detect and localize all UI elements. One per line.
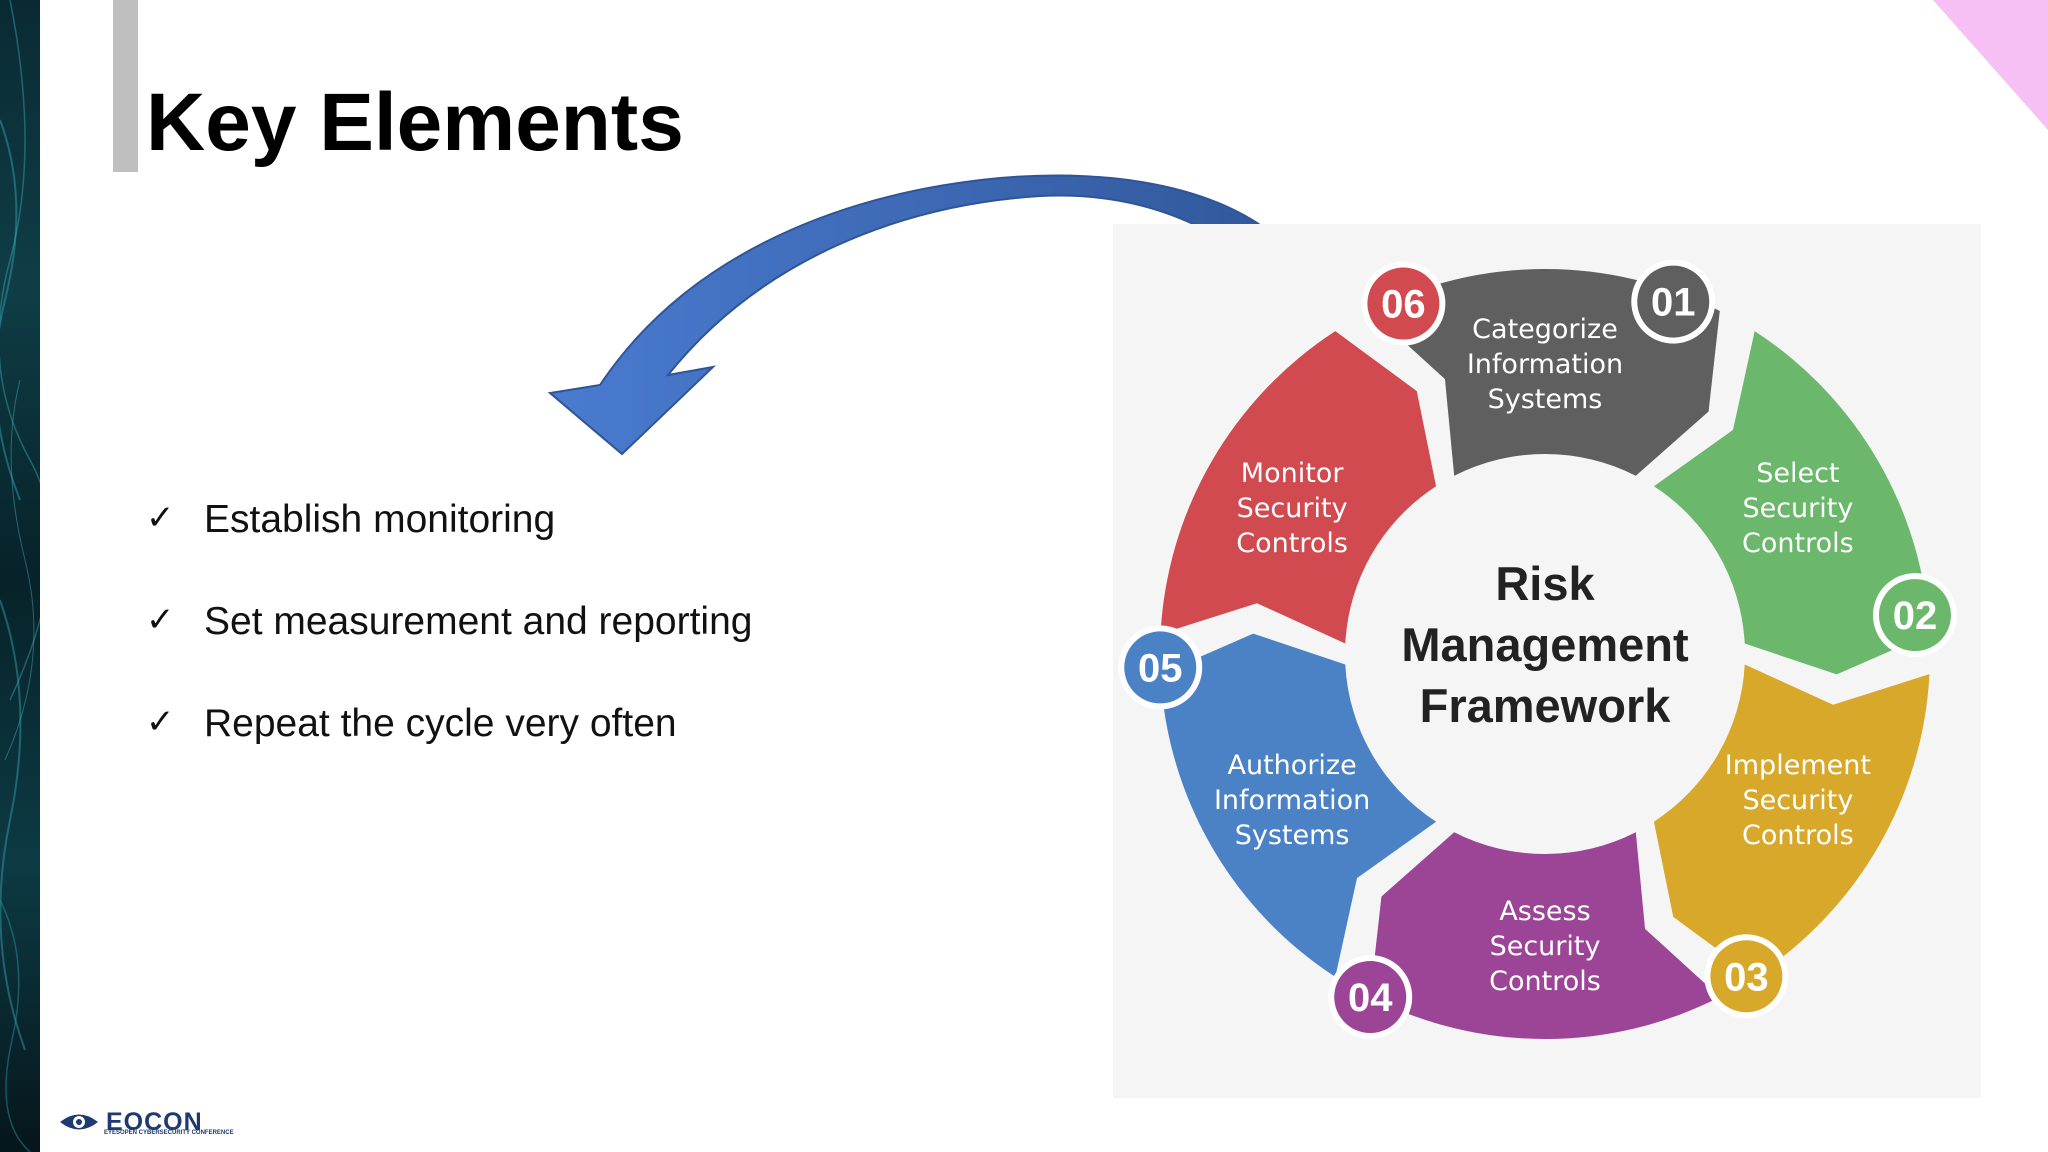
bullet-text: Repeat the cycle very often: [204, 702, 677, 745]
corner-accent: [1933, 0, 2048, 130]
step-badge: [1878, 579, 1951, 652]
step-label-line: Controls: [1742, 528, 1854, 559]
step-badge: [1334, 961, 1407, 1034]
step-label-line: Implement: [1725, 750, 1871, 781]
step-label-line: Security: [1237, 493, 1348, 524]
bullet-item: ✓ Establish monitoring: [146, 498, 752, 600]
center-line-1: Risk: [1495, 557, 1595, 610]
logo-subtitle: EYESOPEN CYBERSECURITY CONFERENCE: [104, 1130, 234, 1136]
rmf-cycle-svg: Risk Management Framework CategorizeInfo…: [1118, 259, 1957, 1040]
left-decorative-strip: [0, 0, 40, 1152]
cycle-segment: [1160, 633, 1437, 977]
checkmark-icon: ✓: [146, 702, 175, 742]
step-label-line: Information: [1214, 785, 1370, 816]
cycle-segment: [1370, 269, 1720, 476]
center-line-3: Framework: [1420, 679, 1672, 732]
step-label-line: Controls: [1236, 528, 1348, 559]
bullet-list: ✓ Establish monitoring ✓ Set measurement…: [146, 498, 752, 804]
eocon-logo: EOCON EYESOPEN CYBERSECURITY CONFERENCE: [58, 1102, 234, 1142]
eye-logo-icon: [60, 1114, 98, 1130]
step-label-line: Controls: [1742, 820, 1854, 851]
step-number: 04: [1348, 976, 1393, 1020]
cycle-segment: [1653, 664, 1930, 977]
step-badge: [1710, 940, 1783, 1013]
step-label-line: Controls: [1489, 966, 1601, 997]
step-label-line: Monitor: [1241, 458, 1345, 489]
step-number: 05: [1138, 646, 1183, 690]
step-badge: [1637, 265, 1710, 338]
bullet-text: Set measurement and reporting: [204, 600, 753, 643]
step-label-line: Systems: [1235, 820, 1350, 851]
step-number: 06: [1381, 283, 1426, 327]
step-label-line: Categorize: [1472, 314, 1618, 345]
center-label: Risk Management Framework: [1401, 557, 1689, 732]
cycle-segments: [1160, 269, 1930, 1039]
title-accent-bar: [113, 0, 138, 172]
step-label-line: Select: [1756, 458, 1839, 489]
step-label-line: Security: [1490, 931, 1601, 962]
step-label-line: Information: [1467, 349, 1623, 380]
step-badge: [1124, 631, 1197, 704]
logo-text: EOCON: [106, 1107, 203, 1136]
bullet-item: ✓ Repeat the cycle very often: [146, 702, 752, 804]
step-number: 03: [1724, 955, 1769, 999]
step-label-line: Security: [1742, 493, 1853, 524]
checkmark-icon: ✓: [146, 498, 175, 538]
center-line-2: Management: [1401, 618, 1689, 671]
bullet-text: Establish monitoring: [204, 498, 556, 541]
step-label-line: Security: [1742, 785, 1853, 816]
step-label-line: Authorize: [1228, 750, 1357, 781]
strip-pattern: [0, 0, 40, 1152]
slide-title: Key Elements: [146, 77, 684, 168]
cycle-segment: [1370, 832, 1720, 1039]
step-number: 01: [1651, 281, 1696, 325]
checkmark-icon: ✓: [146, 600, 175, 640]
step-label-line: Systems: [1488, 384, 1603, 415]
step-labels: CategorizeInformationSystemsSelectSecuri…: [1214, 314, 1871, 997]
step-badge: [1367, 267, 1440, 340]
cycle-segment: [1160, 331, 1437, 644]
cycle-segment: [1653, 331, 1930, 675]
step-label-line: Assess: [1499, 896, 1590, 927]
step-number: 02: [1893, 594, 1938, 638]
step-badges: 01 02 03 04 05 06: [1118, 259, 1957, 1040]
bullet-item: ✓ Set measurement and reporting: [146, 600, 752, 702]
